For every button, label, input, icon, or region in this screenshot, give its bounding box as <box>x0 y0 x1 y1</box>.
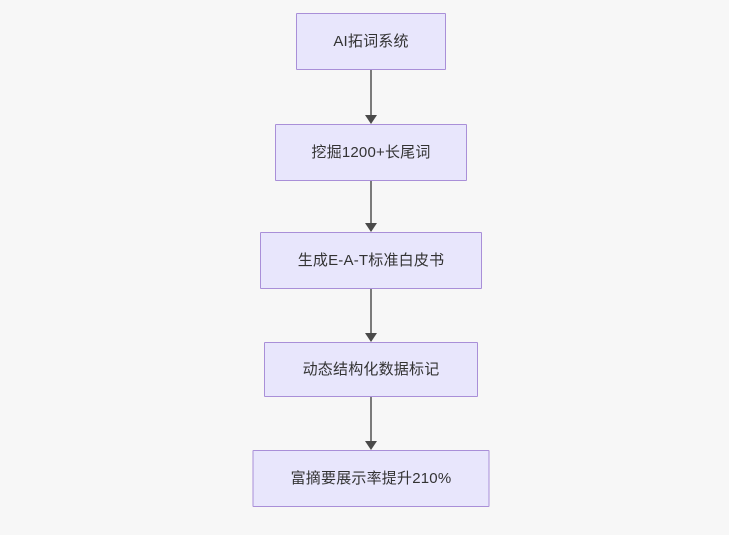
node-label: 生成E-A-T标准白皮书 <box>297 251 445 269</box>
edge-line <box>370 397 372 441</box>
node-ai-keyword-expansion-system[interactable]: AI拓词系统 <box>296 13 446 70</box>
node-label: 富摘要展示率提升210% <box>290 469 452 487</box>
arrowhead-icon <box>365 223 377 232</box>
arrowhead-icon <box>365 333 377 342</box>
edge-line <box>370 181 372 223</box>
arrowhead-icon <box>365 115 377 124</box>
edge-system-to-mining <box>364 70 378 124</box>
edge-whitepaper-to-markup <box>364 289 378 342</box>
node-mine-longtail-keywords[interactable]: 挖掘1200+长尾词 <box>275 124 467 181</box>
node-rich-snippet-impression-uplift[interactable]: 富摘要展示率提升210% <box>252 450 490 507</box>
edge-mining-to-whitepaper <box>364 181 378 232</box>
edge-markup-to-uplift <box>364 397 378 450</box>
node-label: 挖掘1200+长尾词 <box>311 143 431 161</box>
node-label: AI拓词系统 <box>333 32 409 50</box>
node-label: 动态结构化数据标记 <box>302 360 440 378</box>
arrowhead-icon <box>365 441 377 450</box>
edge-line <box>370 289 372 333</box>
edge-line <box>370 70 372 115</box>
node-dynamic-structured-data-markup[interactable]: 动态结构化数据标记 <box>264 342 478 397</box>
node-generate-eat-whitepaper[interactable]: 生成E-A-T标准白皮书 <box>260 232 482 289</box>
